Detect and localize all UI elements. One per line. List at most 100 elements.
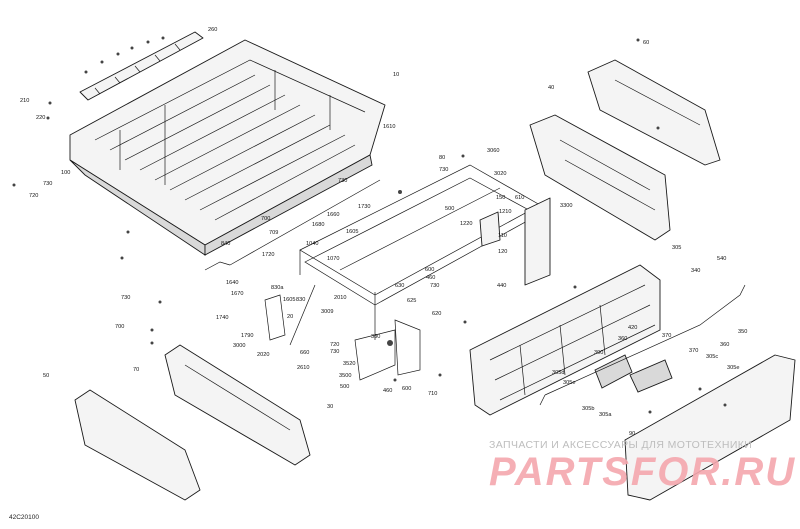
callout-600: 600: [402, 386, 411, 392]
callout-1210: 1210: [499, 209, 511, 215]
callout-500: 500: [340, 384, 349, 390]
callout-730: 730: [338, 178, 347, 184]
callout-2610: 2610: [297, 365, 309, 371]
callout-305e: 305e: [563, 380, 575, 386]
callout-1660: 1660: [327, 212, 339, 218]
callout-120: 120: [498, 249, 507, 255]
side-panel-right-outer[interactable]: [587, 59, 721, 166]
callout-3300: 3300: [560, 203, 572, 209]
callout-600: 600: [425, 267, 434, 273]
callout-360: 360: [618, 336, 627, 342]
callout-625: 625: [407, 298, 416, 304]
callout-60: 60: [643, 40, 649, 46]
callout-3000: 3000: [233, 343, 245, 349]
callout-700: 700: [261, 216, 270, 222]
callout-440: 440: [497, 283, 506, 289]
callout-710: 710: [428, 391, 437, 397]
callout-660: 660: [300, 350, 309, 356]
tailgate[interactable]: [469, 264, 661, 416]
callout-2010: 2010: [334, 295, 346, 301]
callout-305d: 305d: [552, 370, 564, 376]
callout-90: 90: [629, 431, 635, 437]
latch-bracket[interactable]: [479, 197, 551, 286]
callout-380: 380: [371, 334, 380, 340]
callout-3500: 3500: [339, 373, 351, 379]
callout-630: 630: [395, 283, 404, 289]
callout-700: 700: [115, 324, 124, 330]
tailgate-latch-assembly[interactable]: [594, 354, 673, 393]
side-panel-left-outer[interactable]: [74, 389, 201, 501]
callout-1610: 1610: [383, 124, 395, 130]
callout-730: 730: [330, 349, 339, 355]
callout-540: 540: [717, 256, 726, 262]
callout-260: 260: [208, 27, 217, 33]
diagram-code: 42C20100: [9, 514, 39, 521]
callout-3060: 3060: [487, 148, 499, 154]
callout-1040: 1040: [306, 241, 318, 247]
callout-420: 420: [628, 325, 637, 331]
callout-220: 220: [36, 115, 45, 121]
callout-830a: 830a: [271, 285, 284, 291]
callout-10: 10: [393, 72, 399, 78]
watermark-logo: PARTSFOR.RU: [489, 450, 797, 494]
callout-100: 100: [61, 170, 70, 176]
watermark-caption: ЗАПЧАСТИ И АКСЕССУАРЫ ДЛЯ МОТОТЕХНИКИ: [489, 439, 753, 451]
support-struts[interactable]: [264, 284, 421, 381]
callout-20: 20: [287, 314, 293, 320]
callout-370: 370: [689, 348, 698, 354]
callout-1070: 1070: [327, 256, 339, 262]
callout-500: 500: [445, 206, 454, 212]
callout-720: 720: [330, 342, 339, 348]
callout-610: 610: [515, 195, 524, 201]
callout-730: 730: [439, 167, 448, 173]
callout-730: 730: [43, 181, 52, 187]
tailgate-cable[interactable]: [539, 284, 746, 406]
callout-30: 30: [327, 404, 333, 410]
fastener-hardware: [12, 36, 727, 414]
tailgate-outer-panel[interactable]: [624, 354, 796, 501]
callout-1680: 1680: [312, 222, 324, 228]
callout-460: 460: [383, 388, 392, 394]
callout-1605: 1605: [346, 229, 358, 235]
callout-305: 305: [672, 245, 681, 251]
callout-210: 210: [20, 98, 29, 104]
callout-730: 730: [121, 295, 130, 301]
callout-1220: 1220: [460, 221, 472, 227]
callout-150: 150: [496, 195, 505, 201]
callout-3020: 3020: [494, 171, 506, 177]
cargo-box[interactable]: [69, 39, 386, 256]
callout-350: 350: [738, 329, 747, 335]
callout-390: 390: [594, 350, 603, 356]
callout-3009: 3009: [321, 309, 333, 315]
callout-709: 709: [269, 230, 278, 236]
callout-460: 460: [426, 275, 435, 281]
callout-305b: 305b: [582, 406, 594, 412]
callout-305c: 305c: [706, 354, 718, 360]
callout-80: 80: [439, 155, 445, 161]
callout-1640: 1640: [226, 280, 238, 286]
callout-1605: 1605: [283, 297, 295, 303]
top-rail-strip[interactable]: [79, 31, 204, 101]
callout-1670: 1670: [231, 291, 243, 297]
side-panel-left-inner[interactable]: [164, 344, 311, 466]
callout-1720: 1720: [262, 252, 274, 258]
callout-305e: 305e: [727, 365, 739, 371]
callout-360: 360: [720, 342, 729, 348]
callout-labels: 2601021022016108030607303020100730720730…: [20, 27, 747, 437]
callout-730: 730: [430, 283, 439, 289]
callout-1730: 1730: [358, 204, 370, 210]
callout-1740: 1740: [216, 315, 228, 321]
side-panel-right-inner[interactable]: [529, 114, 671, 241]
callout-340: 340: [691, 268, 700, 274]
callout-40: 40: [548, 85, 554, 91]
callout-50: 50: [43, 373, 49, 379]
callout-370: 370: [662, 333, 671, 339]
callout-305a: 305a: [599, 412, 612, 418]
callout-620: 620: [432, 311, 441, 317]
callout-830: 830: [296, 297, 305, 303]
callout-840: 840: [221, 241, 230, 247]
callout-70: 70: [133, 367, 139, 373]
callout-720: 720: [29, 193, 38, 199]
callout-110: 110: [498, 233, 507, 239]
